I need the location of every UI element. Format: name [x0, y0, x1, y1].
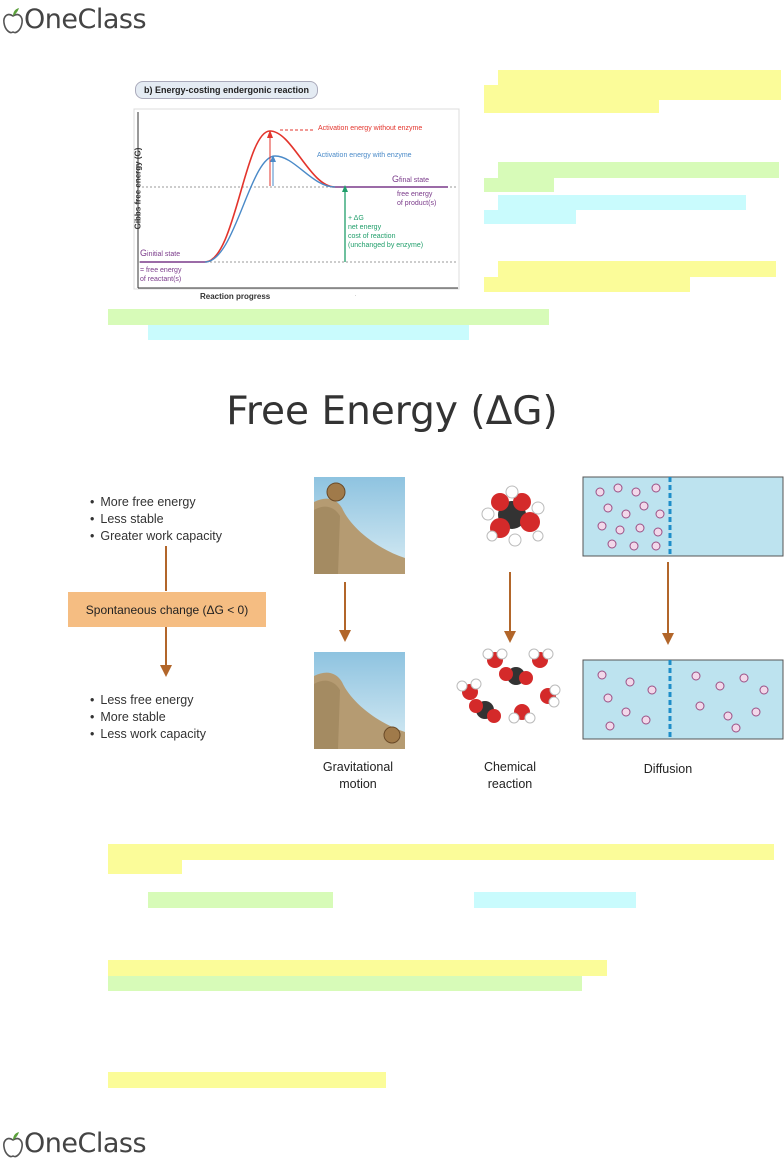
bullet-item: More free energy — [90, 494, 222, 511]
highlight-bar — [148, 325, 469, 340]
free-energy-figure: More free energy Less stable Greater wor… — [60, 470, 784, 800]
highlight-bar — [484, 178, 554, 192]
caption-line: Gravitational — [322, 760, 394, 774]
g-initial-label: Ginitial state — [140, 248, 180, 258]
highlight-bar — [498, 261, 776, 277]
g-final-letter: G — [392, 174, 400, 184]
activation-with-label: Activation energy with enzyme — [317, 152, 412, 159]
highlight-bar — [108, 976, 582, 991]
bullet-item: Greater work capacity — [90, 528, 222, 545]
g-final-subscript: final state — [399, 177, 429, 184]
highlight-bar — [484, 100, 659, 113]
highlight-bar — [108, 309, 549, 325]
oneclass-logo: OneClass — [2, 1128, 147, 1159]
figure-tag: b) Energy-costing endergonic reaction — [135, 81, 319, 99]
caption-diffusion: Diffusion — [643, 762, 693, 776]
highlight-bar — [108, 844, 774, 860]
caption-line: motion — [339, 777, 377, 791]
spontaneous-change-box: Spontaneous change (ΔG < 0) — [68, 592, 266, 627]
g-final-label: Gfinal state — [392, 174, 429, 184]
delta-note-line: net energy — [348, 224, 382, 231]
g-initial-subscript: initial state — [147, 251, 181, 258]
caption-gravitational: Gravitational motion — [308, 759, 408, 793]
caption-line: Chemical — [483, 760, 537, 774]
page-title: Free Energy (ΔG) — [226, 389, 558, 434]
arrows-layer — [160, 476, 784, 749]
bullet-item: Less stable — [90, 511, 222, 528]
molecule-cluster — [481, 485, 545, 547]
g-initial-letter: G — [140, 248, 148, 258]
final-state-note: free energy of product(s) — [397, 190, 436, 208]
initial-state-note: = free energy of reactant(s) — [140, 266, 181, 284]
caption-line: reaction — [487, 777, 533, 791]
highlight-bar — [484, 210, 576, 224]
delta-note-line: (unchanged by enzyme) — [348, 242, 424, 249]
caption-chemical: Chemical reaction — [460, 759, 560, 793]
delta-note-line: + ΔG — [348, 215, 364, 222]
highlight-bar — [474, 892, 636, 908]
apple-icon — [3, 8, 23, 34]
highlight-bar — [484, 277, 690, 292]
oneclass-logo: OneClass — [2, 4, 147, 35]
bottom-bullet-list: Less free energy More stable Less work c… — [90, 692, 206, 743]
highlight-bar — [108, 860, 182, 874]
apple-icon — [3, 1132, 23, 1158]
x-axis-label: Reaction progress — [200, 292, 271, 301]
brand-name: OneClass — [24, 4, 147, 35]
highlight-bar — [108, 1072, 386, 1088]
delta-g-note: + ΔG net energy cost of reaction (unchan… — [348, 214, 423, 250]
highlight-bar — [498, 195, 746, 210]
endergonic-reaction-figure: b) Energy-costing endergonic reaction Gi… — [130, 76, 460, 301]
highlight-bar — [498, 162, 779, 178]
highlight-bar — [108, 960, 607, 976]
bullet-item: Less free energy — [90, 692, 206, 709]
highlight-bar — [148, 892, 333, 908]
initial-note-line: = free energy — [140, 267, 182, 274]
bullet-item: Less work capacity — [90, 726, 206, 743]
y-axis-label: Gibbs free energy (G) — [133, 147, 143, 230]
top-bullet-list: More free energy Less stable Greater wor… — [90, 494, 222, 545]
initial-note-line: of reactant(s) — [140, 276, 182, 283]
delta-note-line: cost of reaction — [348, 233, 396, 240]
product-molecules — [456, 648, 561, 724]
brand-name: OneClass — [24, 1128, 147, 1159]
activation-without-label: Activation energy without enzyme — [318, 125, 423, 132]
highlight-bar — [498, 70, 781, 86]
bullet-item: More stable — [90, 709, 206, 726]
highlight-bar — [484, 85, 781, 100]
final-note-line: free energy — [397, 191, 433, 198]
final-note-line: of product(s) — [397, 200, 437, 207]
energy-diagram — [131, 77, 460, 296]
